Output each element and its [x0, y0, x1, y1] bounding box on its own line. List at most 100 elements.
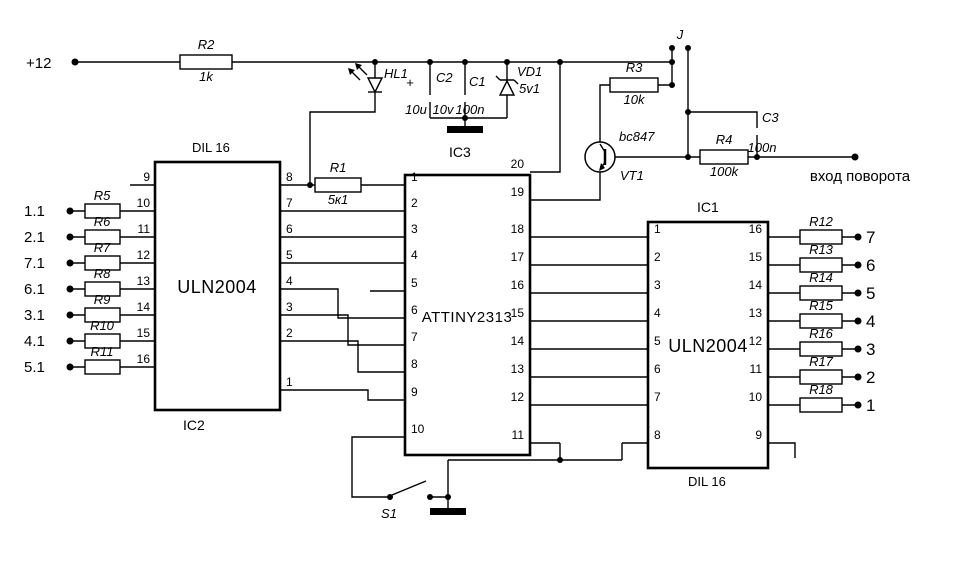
- transistor-circle: [584, 141, 616, 173]
- pin-number: 15: [137, 326, 151, 340]
- pin-number: 16: [511, 278, 525, 292]
- wire-ground-bottom: [351, 436, 648, 508]
- junction-dot: [372, 59, 378, 65]
- output-terminal-dot: [854, 373, 862, 381]
- r4-value: 100k: [710, 164, 740, 179]
- pin-number: 20: [511, 157, 525, 171]
- pin-number: 9: [755, 428, 762, 442]
- ic2-package-label: DIL 16: [192, 140, 230, 155]
- pin-number: 3: [411, 222, 418, 236]
- output-terminal-dot: [854, 317, 862, 325]
- pin-number: 13: [137, 274, 151, 288]
- led-arrowhead: [348, 68, 355, 75]
- pin-number: 12: [511, 390, 525, 404]
- r5-label: R5: [94, 188, 111, 203]
- wire-ic2-ic3-bus: [280, 210, 405, 401]
- resistor-r18: [799, 397, 843, 413]
- c3-value: 100n: [748, 140, 777, 155]
- transistor-vt1-icon: [584, 141, 616, 173]
- r3-label: R3: [626, 60, 643, 75]
- pin-number: 14: [511, 334, 525, 348]
- c1-label: C1: [469, 74, 486, 89]
- junction-dot: [427, 59, 433, 65]
- output-label: 1: [866, 396, 875, 415]
- led-hl1-icon: [348, 63, 384, 94]
- turn-input-label: вход поворота: [810, 168, 911, 185]
- pin-number: 10: [411, 422, 425, 436]
- vt1-part-label: bc847: [619, 129, 655, 144]
- wire-r3-transistor: [530, 84, 672, 201]
- pin-number: 13: [511, 362, 525, 376]
- output-label: 6: [866, 256, 875, 275]
- resistor-r5: [84, 203, 121, 219]
- pin-number: 6: [654, 362, 661, 376]
- junction-dots: [66, 45, 862, 500]
- junction-dot: [557, 457, 563, 463]
- input-label: 6.1: [24, 281, 45, 298]
- switch-label: S1: [381, 506, 397, 521]
- pin-number: 3: [654, 278, 661, 292]
- pin-number: 14: [137, 300, 151, 314]
- c2-value1: 10u: [405, 102, 427, 117]
- junction-dot: [462, 59, 468, 65]
- ic1-part-label: ULN2004: [668, 336, 748, 356]
- output-terminal-dot: [854, 401, 862, 409]
- led-arrowhead: [355, 63, 362, 70]
- r17-label: R17: [809, 354, 834, 369]
- pin-number: 7: [411, 330, 418, 344]
- resistor-r9: [84, 307, 121, 323]
- pin-number: 15: [749, 250, 763, 264]
- switch-terminal-dot: [387, 494, 393, 500]
- ground-bar-icon: [430, 508, 466, 515]
- pin-number: 17: [511, 250, 525, 264]
- pin-number: 2: [286, 326, 293, 340]
- pin-number: 6: [286, 222, 293, 236]
- r4-label: R4: [716, 132, 733, 147]
- pin-number: 13: [749, 306, 763, 320]
- pin-number: 7: [654, 390, 661, 404]
- r13-label: R13: [809, 242, 834, 257]
- resistor-r11: [84, 359, 121, 375]
- jumper-pin-dot: [685, 45, 691, 51]
- junction-dot: [445, 494, 451, 500]
- pin-number: 12: [749, 334, 763, 348]
- ground-bar-icon: [447, 126, 483, 133]
- pin-number: 4: [411, 248, 418, 262]
- pin-number: 12: [137, 248, 151, 262]
- pin-number: 19: [511, 185, 525, 199]
- resistor-boxes: [84, 54, 843, 413]
- zener-triangle: [498, 79, 516, 96]
- r16-label: R16: [809, 326, 834, 341]
- input-label: 1.1: [24, 203, 45, 220]
- output-terminal-dot: [854, 233, 862, 241]
- pin-number: 9: [143, 170, 150, 184]
- pin-number: 10: [137, 196, 151, 210]
- r7-label: R7: [94, 240, 111, 255]
- output-label: 3: [866, 340, 875, 359]
- switch-s1-lever: [391, 480, 427, 496]
- r2-value: 1k: [199, 69, 214, 84]
- input-terminal-dot: [66, 363, 74, 371]
- input-label: 3.1: [24, 307, 45, 324]
- resistor-r15: [799, 313, 843, 329]
- c2-value2: 10v: [433, 102, 455, 117]
- ic1-ref-label: IC1: [697, 199, 719, 215]
- jumper-pin-dot: [669, 45, 675, 51]
- pin-number: 11: [138, 222, 151, 236]
- resistor-r1: [314, 177, 362, 193]
- c2-label: C2: [436, 70, 453, 85]
- pin-number: 5: [411, 276, 418, 290]
- r14-label: R14: [809, 270, 833, 285]
- led-triangle: [366, 77, 384, 94]
- pin-number: 5: [286, 248, 293, 262]
- output-label: 7: [866, 228, 875, 247]
- pin-number: 1: [411, 170, 418, 184]
- pin-number: 16: [749, 222, 763, 236]
- switch-terminal-dot: [427, 494, 433, 500]
- r6-label: R6: [94, 214, 111, 229]
- resistor-r8: [84, 281, 121, 297]
- wire-jumper-pins: [671, 48, 689, 157]
- resistor-r10: [84, 333, 121, 349]
- junction-dot: [754, 154, 760, 160]
- resistor-r2: [179, 54, 233, 70]
